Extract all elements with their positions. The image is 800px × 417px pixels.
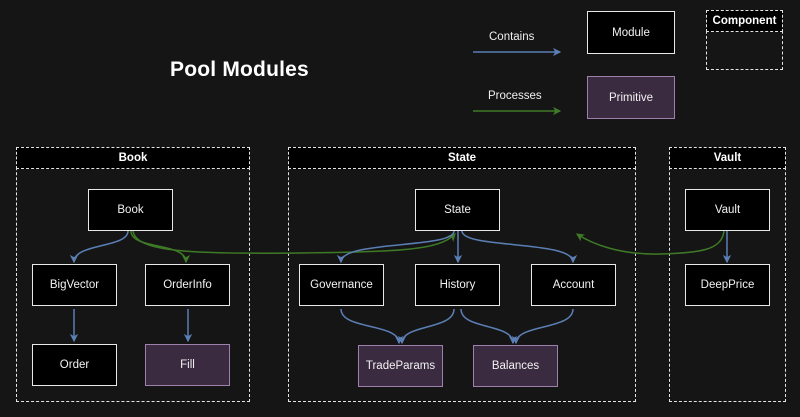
node-balances[interactable]: Balances [473,345,558,387]
node-bigvector-label: BigVector [49,279,100,291]
node-bigvector[interactable]: BigVector [32,264,117,306]
node-orderinfo[interactable]: OrderInfo [145,264,230,306]
node-state-label: State [444,204,471,216]
group-state-header: State [288,147,636,169]
legend-contains-label: Contains [489,31,535,43]
legend-component-header: Component [706,10,783,32]
node-history[interactable]: History [415,264,500,306]
node-fill-label: Fill [180,359,195,371]
node-tradeparams[interactable]: TradeParams [358,345,443,387]
page-title: Pool Modules [170,58,309,81]
node-deepprice-label: DeepPrice [700,279,755,291]
legend-processes-label: Processes [488,90,542,102]
node-balances-label: Balances [491,360,540,372]
node-governance[interactable]: Governance [299,264,384,306]
node-book[interactable]: Book [88,189,173,231]
legend-module-label: Module [612,26,650,39]
legend-primitive-box: Primitive [587,76,675,119]
node-orderinfo-label: OrderInfo [163,279,212,291]
node-deepprice[interactable]: DeepPrice [685,264,770,306]
legend-module-box: Module [587,11,675,54]
group-book-header: Book [16,147,250,169]
node-state[interactable]: State [415,189,500,231]
legend-component-label: Component [712,15,777,27]
group-book-label: Book [118,152,148,164]
legend-primitive-label: Primitive [608,91,654,104]
node-vault[interactable]: Vault [685,189,770,231]
node-account-label: Account [552,279,595,291]
node-order[interactable]: Order [32,344,117,386]
node-order-label: Order [59,359,90,371]
group-vault-header: Vault [669,147,786,169]
node-fill[interactable]: Fill [145,344,230,386]
group-state-label: State [447,152,477,164]
node-vault-label: Vault [714,204,741,216]
node-governance-label: Governance [310,279,373,291]
node-history-label: History [439,279,476,291]
node-tradeparams-label: TradeParams [365,360,436,372]
group-vault-label: Vault [713,152,742,164]
node-book-label: Book [117,204,144,216]
node-account[interactable]: Account [531,264,616,306]
